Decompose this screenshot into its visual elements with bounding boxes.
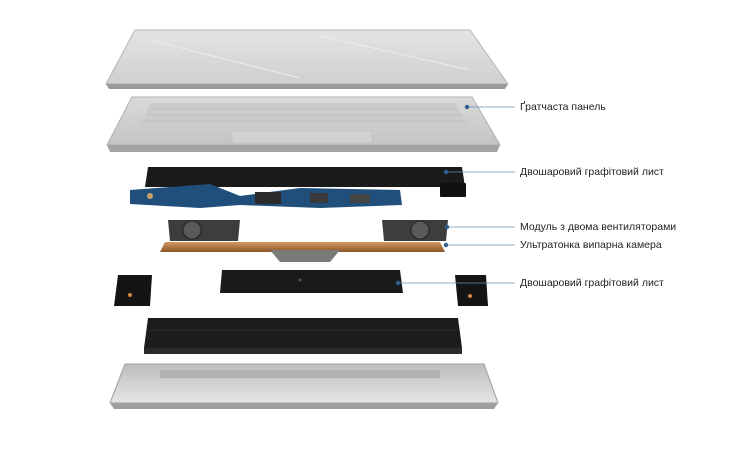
speaker-right xyxy=(455,275,488,306)
label-vapor-chamber: Ультратонка випарна камера xyxy=(520,239,662,251)
dual-fan-module xyxy=(168,220,448,241)
bottom-case xyxy=(110,364,498,409)
speaker-left xyxy=(114,275,152,306)
laptop-lid xyxy=(106,30,508,89)
vapor-chamber xyxy=(160,242,445,262)
label-graphite-sheet-bottom: Двошаровий графітовий лист xyxy=(520,277,664,289)
motherboard xyxy=(130,184,402,208)
label-dual-fan-module: Модуль з двома вентиляторами xyxy=(520,221,676,233)
label-graphite-sheet-top: Двошаровий графітовий лист xyxy=(520,166,664,178)
label-grille-panel: Ґратчаста панель xyxy=(520,101,606,113)
keyboard-deck xyxy=(107,97,500,152)
battery xyxy=(144,318,462,354)
graphite-sheet-bottom xyxy=(220,270,403,293)
